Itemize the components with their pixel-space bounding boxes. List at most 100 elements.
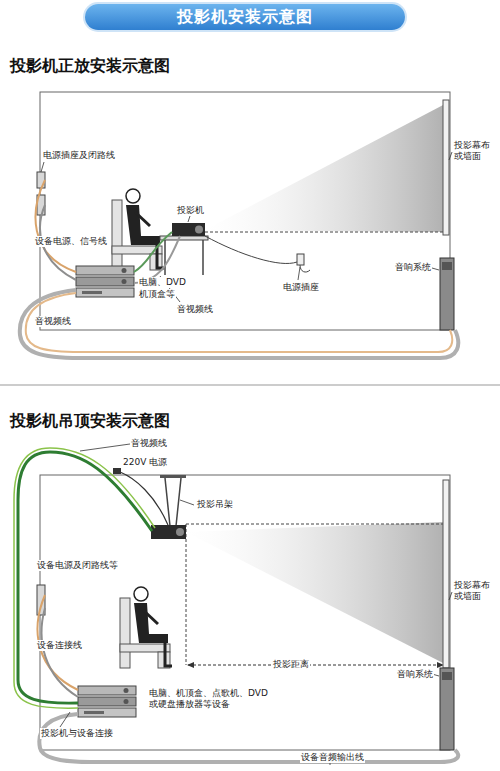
cables [205,236,297,263]
light-beam [186,524,445,525]
projector-table [160,236,208,275]
page-title: 投影机安装示意图 [177,7,313,26]
light-beam [205,104,445,232]
equipment-stack [76,266,134,297]
wall-outlet [37,172,45,188]
distance-arrow [187,662,194,668]
panel-heading: 投影机吊顶安装示意图 [10,411,170,432]
callout-label: 投影幕布或墙面 [453,580,497,602]
title-banner: 投影机安装示意图 [85,4,405,30]
callout-label: 电源插座 [282,282,320,293]
distance-arrow [188,665,443,666]
ceiling-mount [176,478,181,526]
light-beam [186,522,445,664]
projector-icon [176,528,184,536]
callout-label: 设备音频输出线 [300,752,365,763]
light-beam [186,524,187,665]
leader-line [180,500,194,505]
cables [36,180,76,272]
light-beam [186,522,445,665]
leader-line [330,763,331,765]
leader-line [432,268,439,270]
screen [443,100,449,235]
projector-icon [151,525,186,539]
callout-label: 音视频线 [34,316,72,327]
speaker [440,668,454,750]
room-outline [40,92,450,330]
divider-line [0,385,500,386]
projector-icon [195,226,203,234]
callout-label: 设备电源及闭路线等 [36,560,119,571]
projector-icon [151,525,186,539]
leader-line [80,444,130,451]
ceiling-mount [160,475,186,478]
callout-label: 设备电源、信号线 [34,236,108,247]
cables [14,448,155,708]
cables [20,180,458,358]
callout-label: 220V 电源 [122,457,168,468]
callout-label: 电脑、机顶盒、点歌机、DVD或硬盘播放器等设备 [148,688,272,710]
cables [39,714,458,762]
callout-label: 投影距离 [272,659,310,670]
speaker [442,262,452,270]
cables [20,290,458,358]
diagram-panel: 投影机吊顶安装示意图 [0,405,500,771]
callout-label: 音响系统 [394,262,432,273]
callout-label: 电脑、DVD [138,277,187,288]
cables [120,472,168,525]
callout-label: 音响系统 [396,669,434,680]
leader-line [41,162,44,172]
callout-label: 投影机 [176,205,205,216]
light-beam [205,104,445,232]
callout-label: 投影吊架 [196,499,234,510]
light-beam [205,232,445,233]
projector-table [164,240,166,275]
equipment-stack [78,686,136,717]
leader-line [60,712,70,727]
callout-label: 投影机与设备连接 [40,728,114,739]
callout-label: 机顶盒等 [138,289,176,300]
room-outline [40,92,450,330]
callout-label: 投影幕布或墙面 [453,140,497,162]
viewer-figure [112,189,164,270]
cables [113,468,121,474]
equipment-stack [78,686,136,717]
speaker [440,258,454,330]
cables [26,293,452,352]
speaker [440,258,454,330]
speaker [440,668,454,750]
screen [443,100,449,235]
cables [14,448,458,762]
divider-line [0,385,500,386]
viewer-figure [112,189,164,270]
screen [443,480,449,668]
leader-line [60,444,452,765]
equipment-stack [76,266,134,297]
cables [18,452,152,703]
projector-icon [172,223,205,236]
diagram-panel: 投影机正放安装示意图 [0,50,500,386]
floor-socket [297,254,304,265]
leader-line [298,267,300,280]
cables [134,232,172,272]
screen [443,480,449,668]
viewer-figure [120,587,172,668]
callout-label: 音视频线 [176,304,214,315]
projector-icon [172,223,205,236]
distance-arrow [187,662,444,668]
projector-table [202,240,204,275]
leader-line [449,152,452,160]
leader-line [188,216,190,222]
room-outline [40,475,450,750]
speaker [442,672,452,680]
panel-heading: 投影机正放安装示意图 [10,56,170,77]
callout-label: 电源插座及闭路线 [42,150,116,161]
cables [134,236,180,283]
room-outline [40,475,450,750]
callout-label: 音视频线 [130,438,168,449]
leader-line [41,152,452,302]
cables [42,608,78,697]
floor-socket [300,265,310,272]
viewer-figure [120,587,172,668]
